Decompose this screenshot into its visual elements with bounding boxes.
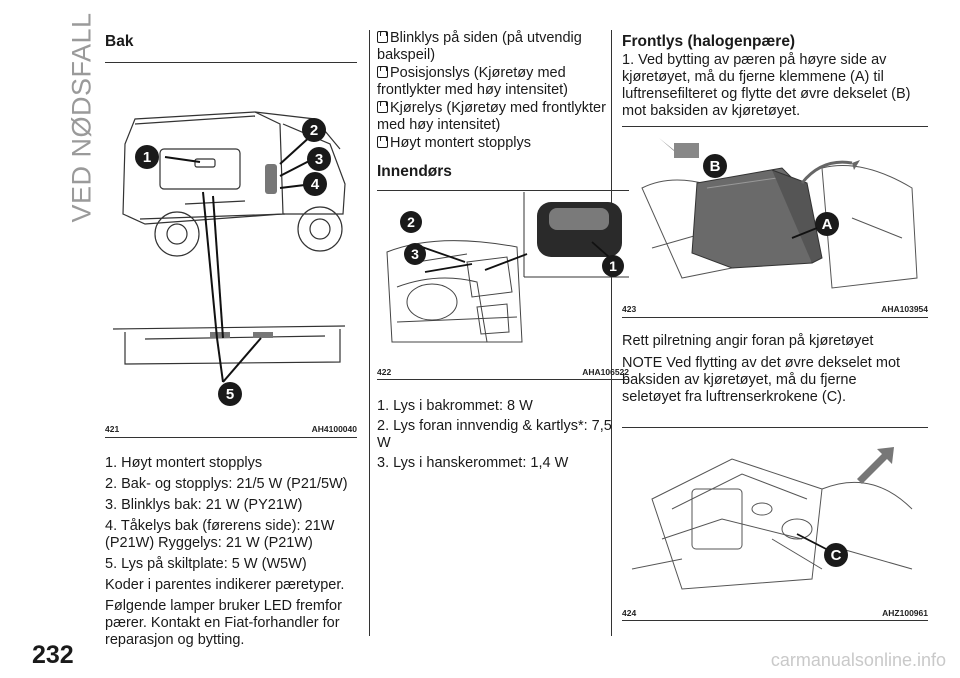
list-item: 1. Høyt montert stopplys <box>105 455 263 471</box>
list-item: Posisjonslys (Kjøretøy med frontlykter m… <box>377 65 568 98</box>
bullet-box-icon <box>377 31 388 43</box>
bullet-box-icon <box>377 136 388 148</box>
figure-top-rule <box>622 126 928 127</box>
paragraph: Følgende lamper bruker LED fremfor pærer… <box>105 598 342 648</box>
bullet-box-icon <box>377 101 388 113</box>
heading-frontlys: Frontlys (halogenpære) <box>622 33 796 50</box>
callout-b: B <box>710 158 721 175</box>
interior-light-list: 1. Lys i bakrommet: 8 W 2. Lys foran inn… <box>377 398 629 472</box>
list-item: 3. Lys i hanskerommet: 1,4 W <box>377 455 569 471</box>
figure-code: AHA106522 <box>582 367 629 377</box>
figure-top-rule <box>622 427 928 428</box>
callout-3: 3 <box>411 246 419 262</box>
note-text: NOTE Ved flytting av det øvre dekselet m… <box>622 355 901 405</box>
figure-number: 421 <box>105 424 120 434</box>
figure-top-rule <box>377 190 629 191</box>
figure-bottom-rule <box>622 620 928 621</box>
callout-a: A <box>822 216 833 233</box>
callout-2: 2 <box>310 122 318 139</box>
figure-421-rear-lights: 1 2 3 4 5 <box>105 64 357 418</box>
airbox-illustration: C <box>631 447 913 590</box>
list-item: 1. Lys i bakrommet: 8 W <box>377 398 533 414</box>
callout-2: 2 <box>407 214 415 230</box>
figure-code: AHA103954 <box>881 304 928 314</box>
list-item: 4. Tåkelys bak (førerens side): 21W (P21… <box>105 518 335 551</box>
paragraph: 1. Ved bytting av pæren på høyre side av… <box>622 52 911 119</box>
engine-bay-illustration: B A <box>641 138 918 289</box>
page-number: 232 <box>32 641 74 669</box>
list-item: 2. Bak- og stopplys: 21/5 W (P21/5W) <box>105 476 348 492</box>
figure-number: 423 <box>622 304 637 314</box>
heading-innendors: Innendørs <box>377 163 452 180</box>
column-divider-2 <box>611 30 612 636</box>
rear-light-list: 1. Høyt montert stopplys 2. Bak- og stop… <box>105 455 357 649</box>
interior-illustration: 1 2 3 <box>386 192 629 343</box>
figure-423-air-filter: B A <box>622 128 928 296</box>
figure-424-harness-hooks: C <box>622 429 928 599</box>
section-side-title: VED NØDSFALL <box>62 12 102 222</box>
callout-markers <box>135 118 331 406</box>
figure-number: 422 <box>377 367 392 377</box>
list-item: 5. Lys på skiltplate: 5 W (W5W) <box>105 556 307 572</box>
figure-423-caption: 423 AHA103954 <box>622 304 928 314</box>
figure-421-caption: 421 AH4100040 <box>105 424 357 434</box>
callout-3: 3 <box>315 151 323 168</box>
callout-4: 4 <box>311 176 320 193</box>
callout-1: 1 <box>609 258 617 274</box>
callout-1: 1 <box>143 149 151 166</box>
figure-bottom-rule <box>622 317 928 318</box>
figure-424-caption: 424 AHZ100961 <box>622 608 928 618</box>
watermark: carmanualsonline.info <box>770 650 946 670</box>
figure-code: AH4100040 <box>311 424 357 434</box>
figure-422-caption: 422 AHA106522 <box>377 367 629 377</box>
figure-422-interior-lights: 1 2 3 <box>377 192 629 357</box>
list-item: Kjørelys (Kjøretøy med frontlykter med h… <box>377 100 606 133</box>
list-item: Blinklys på siden (på utvendig bakspeil) <box>377 30 582 63</box>
figure-bottom-rule <box>105 437 357 438</box>
bullet-box-icon <box>377 66 388 78</box>
column-divider-1 <box>369 30 370 636</box>
led-lamp-list: Blinklys på siden (på utvendig bakspeil)… <box>377 30 627 152</box>
callout-c: C <box>831 547 842 564</box>
figure-top-rule <box>105 62 357 63</box>
figure-code: AHZ100961 <box>882 608 928 618</box>
rear-truck-illustration: 1 2 3 4 5 <box>112 111 346 406</box>
paragraph: Koder i parentes indikerer pæretyper. <box>105 577 345 593</box>
section-side-title-text: VED NØDSFALL <box>66 11 97 223</box>
callout-5: 5 <box>226 386 234 403</box>
figure-bottom-rule <box>377 379 629 380</box>
paragraph: Rett pilretning angir foran på kjøretøye… <box>622 333 874 349</box>
figure-number: 424 <box>622 608 637 618</box>
list-item: 3. Blinklys bak: 21 W (PY21W) <box>105 497 303 513</box>
list-item: Høyt montert stopplys <box>377 135 627 152</box>
list-item: 2. Lys foran innvendig & kartlys*: 7,5 W <box>377 418 612 451</box>
heading-bak: Bak <box>105 33 134 50</box>
